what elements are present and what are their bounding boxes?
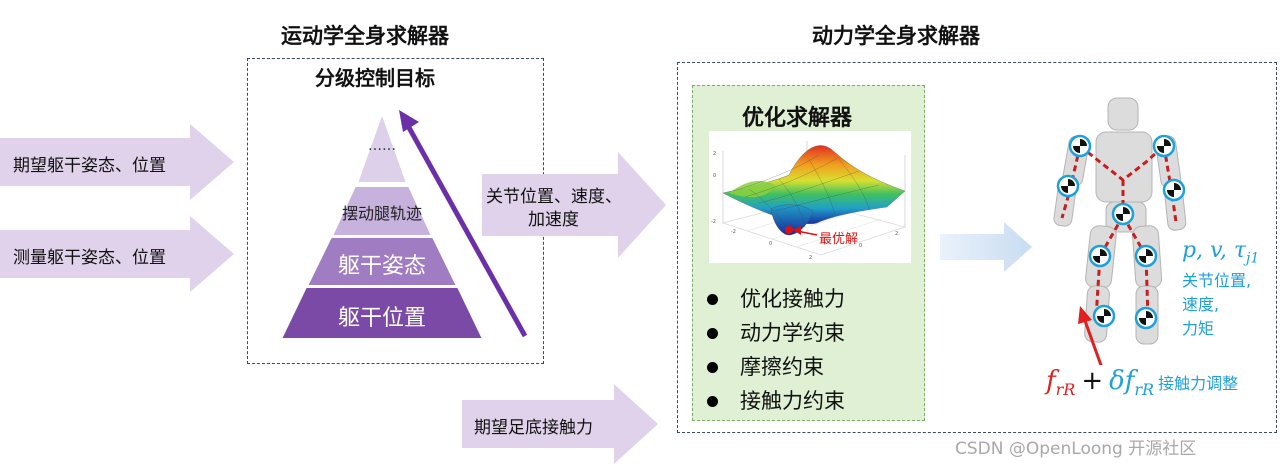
svg-text:2: 2: [713, 151, 716, 157]
contact-force-arrow: [1082, 317, 1103, 365]
joint-output-line2: 速度,: [1182, 295, 1220, 314]
joint-output-line3: 力矩: [1182, 319, 1215, 338]
constraint-item: 摩擦约束: [707, 350, 845, 384]
joint-output-line1: 关节位置,: [1182, 271, 1252, 290]
pyramid-label-ellipsis: ……: [368, 138, 396, 154]
bullet-icon: [707, 293, 718, 305]
priority-arrow-head: [399, 110, 419, 132]
joint-state-arrow: 关节位置、速度、 加速度: [482, 152, 666, 258]
force-symbol: frR: [1046, 366, 1076, 400]
constraint-item: 动力学约束: [707, 316, 845, 350]
pyramid-top-level: [355, 110, 409, 184]
pyramid-label-torso-position: 躯干位置: [337, 306, 426, 331]
joint-output-math: p, v, τj1: [1182, 238, 1260, 267]
desired-force-label: 期望足底接触力: [474, 418, 593, 438]
svg-text:2: 2: [809, 255, 812, 261]
pyramid-label-swing-leg: 摆动腿轨迹: [341, 204, 422, 223]
optimizer-title: 优化求解器: [742, 106, 853, 131]
pyramid-torso-position-level: [279, 286, 485, 340]
desired-force-arrow: 期望足底接触力: [462, 384, 658, 464]
svg-text:2: 2: [895, 231, 898, 237]
optimization-surface-plot: 2 0 -2 -2 0 2 0 2: [709, 131, 911, 263]
joint-markers: [1056, 134, 1186, 330]
pyramid-label-torso-pose: 躯干姿态: [337, 254, 426, 279]
bullet-icon: [707, 395, 718, 407]
svg-text:0: 0: [713, 173, 716, 179]
force-adjust-label: 接触力调整: [1158, 374, 1239, 393]
plus-sign: +: [1081, 366, 1104, 396]
bullet-icon: [707, 361, 718, 373]
dynamics-solver-title: 动力学全身求解器: [812, 24, 980, 48]
measured-pose-arrow: 测量躯干姿态、位置: [0, 216, 234, 292]
svg-text:-2: -2: [711, 219, 716, 225]
watermark: CSDN @OpenLoong 开源社区: [955, 439, 1197, 459]
kinematics-solver-title: 运动学全身求解器: [281, 24, 449, 48]
svg-text:0: 0: [859, 243, 862, 249]
constraint-item: 优化接触力: [707, 282, 845, 316]
solver-to-robot-arrow: [940, 222, 1032, 272]
joint-state-label-line2: 加速度: [528, 210, 579, 230]
optimum-point: [785, 226, 793, 234]
delta-force-symbol: δfrR: [1109, 366, 1155, 400]
measured-pose-label: 测量躯干姿态、位置: [13, 248, 166, 268]
bullet-icon: [707, 327, 718, 339]
robot-head: [1107, 97, 1139, 131]
constraint-item: 接触力约束: [707, 384, 845, 418]
hierarchy-goals-title: 分级控制目标: [315, 66, 435, 90]
joint-state-label-line1: 关节位置、速度、: [486, 187, 622, 207]
constraint-list: 优化接触力 动力学约束 摩擦约束 接触力约束: [707, 282, 845, 418]
desired-pose-label: 期望躯干姿态、位置: [13, 156, 166, 176]
svg-text:0: 0: [769, 241, 772, 247]
force-adjust-formula: frR + δfrR 接触力调整: [1046, 366, 1238, 399]
svg-text:-2: -2: [731, 229, 736, 235]
humanoid-robot-illustration: [1053, 97, 1187, 365]
priority-arrow-shaft: [404, 122, 528, 338]
priority-pyramid: [279, 110, 528, 340]
optimum-label: 最优解: [819, 232, 859, 247]
dynamics-box: [677, 62, 1277, 433]
desired-pose-arrow: 期望躯干姿态、位置: [0, 124, 234, 200]
